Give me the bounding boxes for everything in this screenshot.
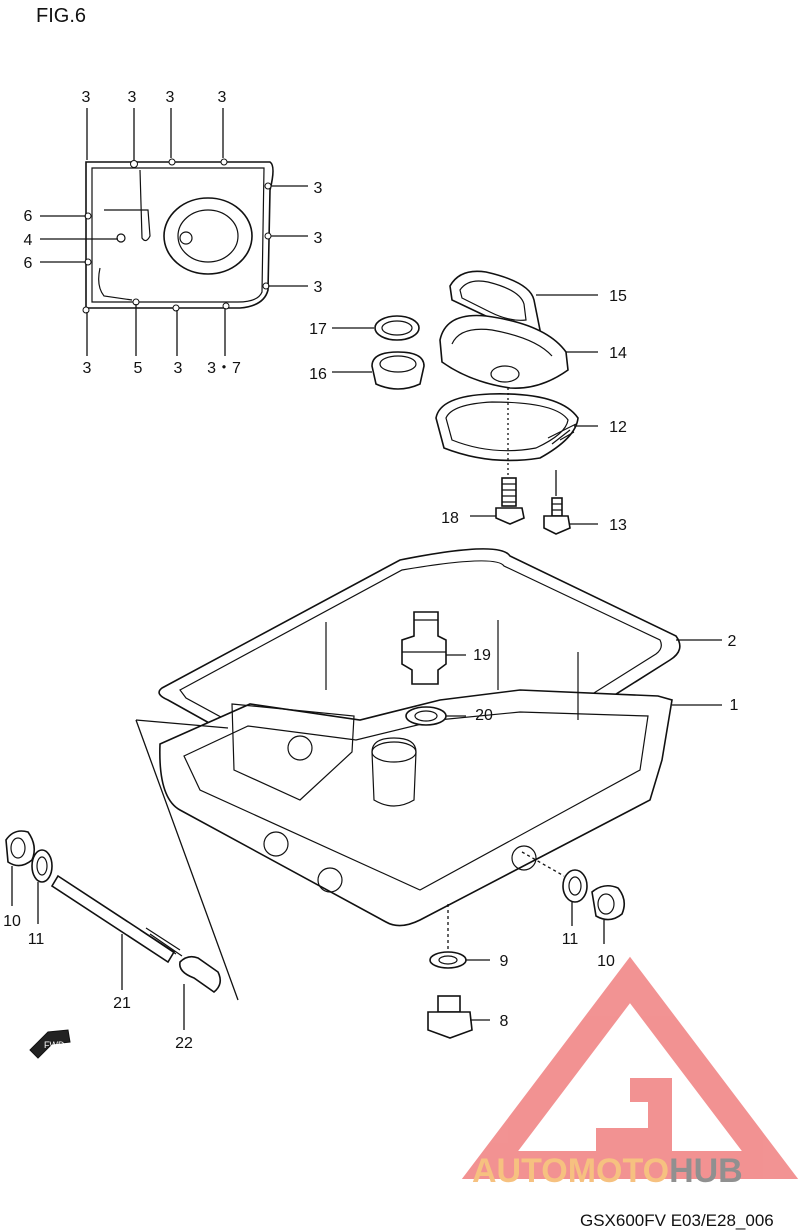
watermark-prefix: AUTOMOTO [472,1152,669,1190]
callout-number: 6 [24,255,33,272]
svg-text:AUTOMOTOHUB: AUTOMOTOHUB [472,1152,743,1190]
drain-parts [5,719,626,1039]
callout-number: 9 [500,953,509,970]
watermark-suffix: HUB [669,1152,743,1190]
callout-number: 3 [314,180,323,197]
callout-number: 3 [82,89,91,106]
oil-pan [159,611,673,927]
callout-number: 20 [475,707,493,724]
callout-number: 18 [441,510,459,527]
callout-number: 22 [175,1035,193,1052]
callout-number: 16 [309,366,327,383]
figure-label: FIG.6 [36,5,86,27]
fwd-arrow-icon: FWD [29,1029,71,1059]
callout-number: 5 [134,360,143,377]
callout-number: 3・7 [207,360,241,377]
callout-number: 11 [562,931,579,948]
callout-number: 3 [218,89,227,106]
callout-number: 3 [128,89,137,106]
oil-strainer-assembly [371,270,579,535]
automotohub-watermark: AUTOMOTOHUB [461,956,799,1190]
fwd-label: FWD [44,1040,65,1050]
callout-number: 12 [609,419,627,436]
callout-number: 21 [113,995,131,1012]
callout-number: 19 [473,647,491,664]
callout-number: 15 [609,288,627,305]
callout-number: 2 [728,633,737,650]
callout-number: 6 [24,208,33,225]
callout-number: 3 [314,279,323,296]
callout-number: 3 [83,360,92,377]
callout-number: 3 [174,360,183,377]
callout-number: 4 [24,232,33,249]
callout-number: 3 [166,89,175,106]
callout-number: 11 [28,931,45,948]
footer-code: GSX600FV E03/E28_006 [580,1211,774,1230]
callout-number: 10 [3,913,21,930]
pan-leader-lines [446,639,722,717]
callout-number: 8 [500,1013,509,1030]
oil-pan-gasket-inset [82,158,274,314]
inset-leader-lines [40,108,308,356]
callout-number: 13 [609,517,627,534]
callout-number: 10 [597,953,615,970]
callout-number: 17 [309,321,327,338]
callout-number: 1 [730,697,739,714]
strainer-leader-lines [332,294,598,525]
callout-number: 3 [314,230,323,247]
callout-number: 14 [609,345,627,362]
